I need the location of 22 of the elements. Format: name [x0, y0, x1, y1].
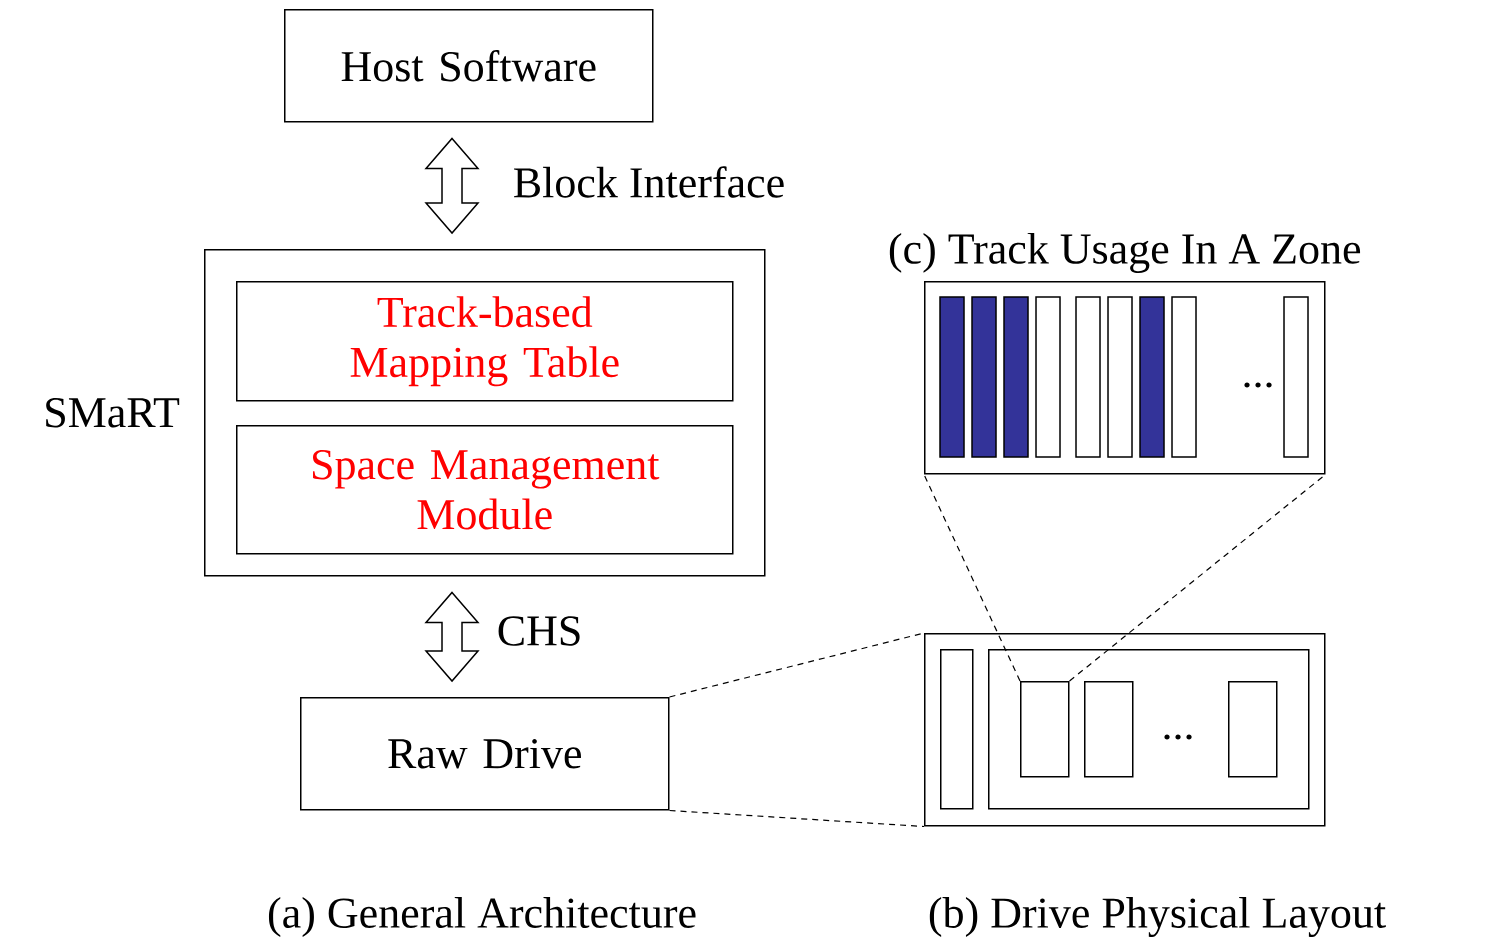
caption: (a) General Architecture	[268, 897, 696, 937]
leader-line	[668, 809, 925, 828]
region-box	[988, 649, 1310, 810]
double-arrow	[424, 591, 480, 683]
zone-box	[1084, 681, 1134, 778]
node-label: SMaRT	[46, 397, 180, 428]
zone-box	[1020, 681, 1070, 778]
caption: (b) Drive Physical Layout	[929, 897, 1386, 937]
drive-box	[924, 633, 1326, 827]
edge-label: Block Interface	[514, 166, 784, 198]
zone-box	[1228, 681, 1278, 778]
process-box: Host Software	[284, 9, 654, 123]
edge-label: CHS	[498, 616, 580, 646]
component-box: Space Management Module	[236, 425, 734, 555]
ellipsis: ...	[1244, 382, 1272, 388]
node-label: (c) Track Usage In A Zone	[889, 232, 1361, 273]
region-box	[940, 649, 974, 810]
leader-line	[1068, 473, 1327, 682]
process-box: Raw Drive	[300, 697, 670, 811]
component-box: Track-based Mapping Table	[236, 281, 734, 402]
double-arrow	[424, 137, 480, 235]
ellipsis: ...	[1164, 734, 1192, 740]
